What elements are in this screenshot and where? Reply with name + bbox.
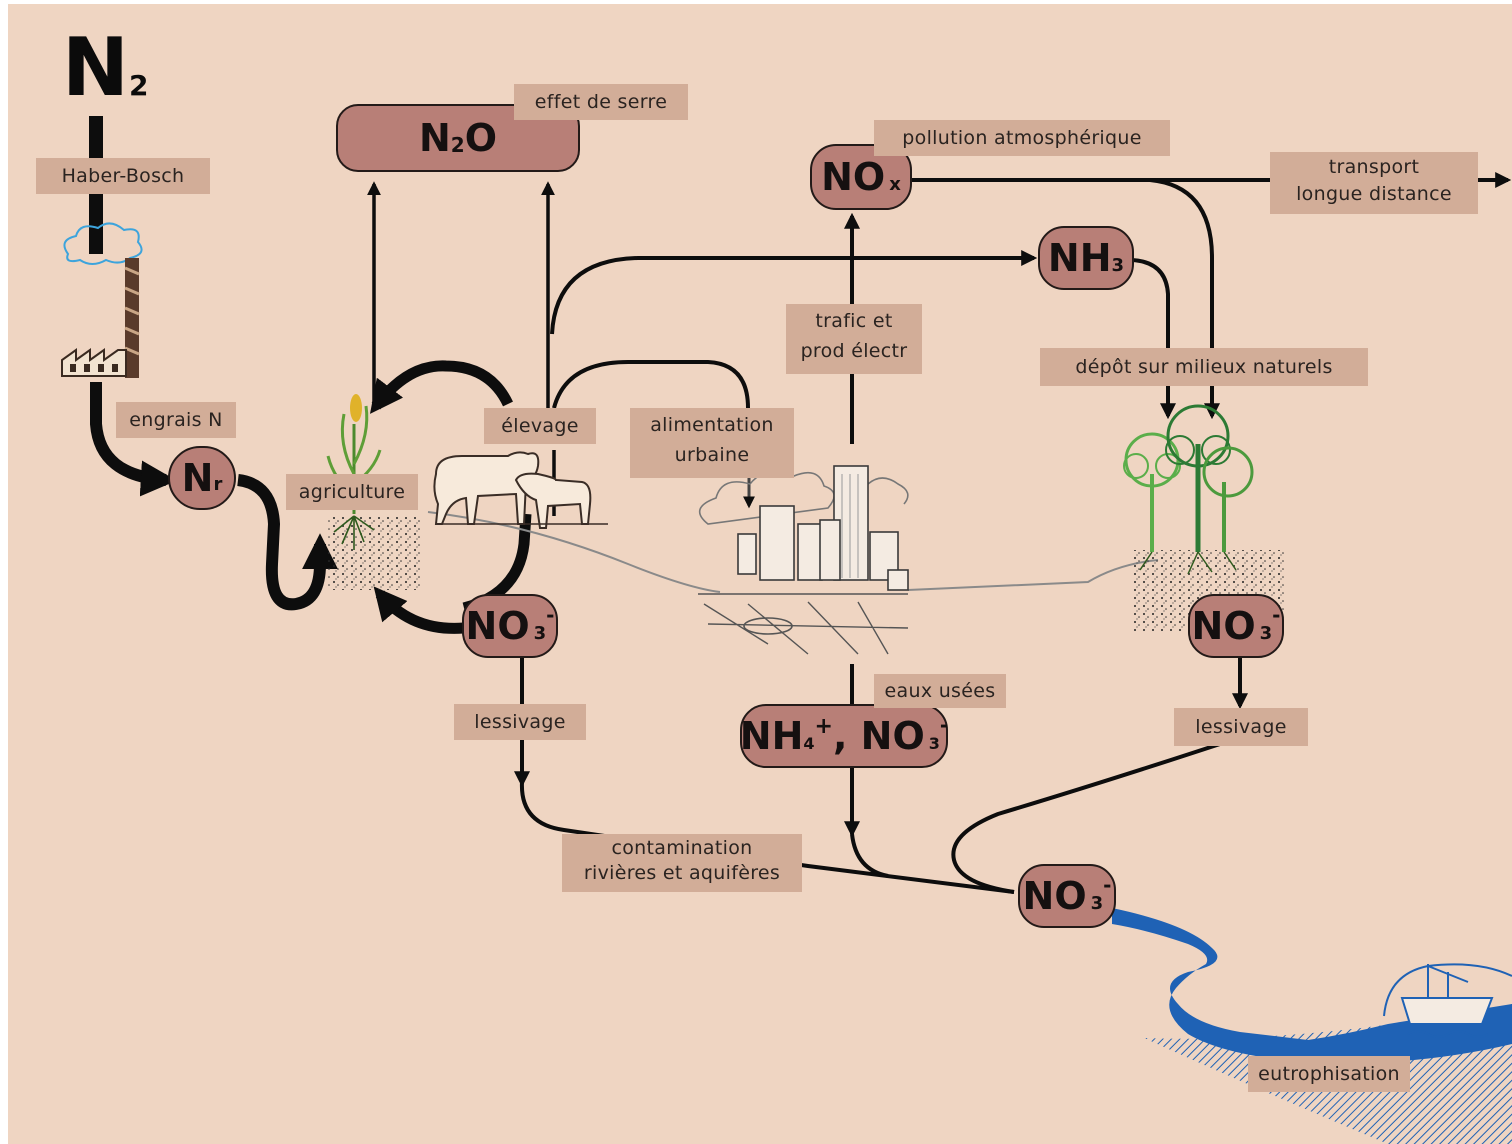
nr-to-agriculture-arrow — [236, 474, 338, 611]
label-effet-de-serre: effet de serre — [514, 84, 688, 120]
label-trafic-line1: trafic et — [815, 310, 893, 332]
no3-city-sub: 3 — [928, 733, 940, 753]
contamination-line — [519, 781, 1015, 894]
label-transport-line2: longue distance — [1296, 183, 1452, 205]
ship-icon — [1383, 963, 1512, 1038]
n2-title-sub: 2 — [128, 69, 149, 102]
label-alimentation-line2: urbaine — [674, 444, 750, 466]
elevage-to-nh3-arrow — [550, 250, 1038, 335]
nox-main: NO — [821, 155, 886, 199]
label-trafic-line2: prod électr — [800, 340, 908, 362]
label-contamination-line2: rivières et aquifères — [583, 862, 781, 884]
n2o-sub: 2 — [450, 133, 465, 157]
label-haber-bosch: Haber-Bosch — [36, 158, 210, 194]
label-eaux-usees: eaux usées — [874, 674, 1006, 708]
label-transport-line1: transport — [1328, 156, 1420, 178]
cattle-icon — [433, 451, 608, 529]
label-lessivage-right: lessivage — [1174, 708, 1308, 746]
no3-city-sup: - — [939, 713, 949, 737]
agriculture-loop-top — [369, 360, 513, 414]
alimentation-loop — [552, 360, 750, 409]
nh4-sep: , — [832, 714, 861, 758]
nox-to-forest-arrow — [1149, 178, 1220, 420]
no3-agri-sup: - — [546, 603, 555, 627]
nr-main: N — [181, 456, 214, 500]
label-lessivage-left: lessivage — [454, 704, 586, 740]
nox-sub: x — [889, 173, 901, 195]
label-depot: dépôt sur milieux naturels — [1040, 348, 1368, 386]
no3-forest-sub: 3 — [1259, 622, 1273, 644]
label-transport: transport longue distance — [1270, 152, 1478, 214]
n2o-main: N — [418, 116, 451, 160]
lessivage-right-line — [951, 742, 1221, 894]
label-pollution: pollution atmosphérique — [874, 120, 1170, 156]
nh4-main: NH — [739, 714, 804, 758]
engrais-arrow — [90, 382, 177, 497]
nh4-sub: 4 — [803, 733, 815, 753]
nr-sub: r — [213, 473, 223, 495]
no3-to-agriculture-arrow — [373, 586, 465, 634]
nh3-main: NH — [1047, 236, 1112, 280]
nh3-to-forest-arrow — [1131, 258, 1176, 420]
no3-river-sup: - — [1103, 873, 1112, 897]
nh3-sub: 3 — [1111, 254, 1125, 276]
n2o-tail: O — [464, 116, 498, 160]
n2-title-main: N — [62, 21, 129, 114]
no3-agri-main: NO — [465, 604, 530, 648]
no3-city-main: NO — [860, 714, 925, 758]
no3-forest-sup: - — [1272, 603, 1281, 627]
label-trafic: trafic et prod électr — [786, 304, 922, 374]
label-contamination-line1: contamination — [611, 837, 753, 859]
no3-river-sub: 3 — [1090, 892, 1104, 914]
no3-agri-sub: 3 — [533, 622, 547, 644]
label-engrais: engrais N — [116, 402, 236, 438]
nh4-sup: + — [814, 713, 833, 739]
label-contamination: contamination rivières et aquifères — [562, 834, 802, 892]
city-icon — [698, 465, 909, 655]
label-elevage: élevage — [484, 408, 596, 444]
label-alimentation-line1: alimentation — [650, 414, 774, 436]
no3-forest-main: NO — [1191, 604, 1256, 648]
label-eutrophisation: eutrophisation — [1248, 1056, 1410, 1092]
eaux-usees-to-river-line — [850, 833, 889, 878]
n2-title: N2 — [62, 28, 148, 126]
label-alimentation: alimentation urbaine — [630, 408, 794, 478]
factory-icon — [61, 222, 143, 378]
label-agriculture: agriculture — [286, 474, 418, 510]
no3-river-main: NO — [1022, 874, 1087, 918]
